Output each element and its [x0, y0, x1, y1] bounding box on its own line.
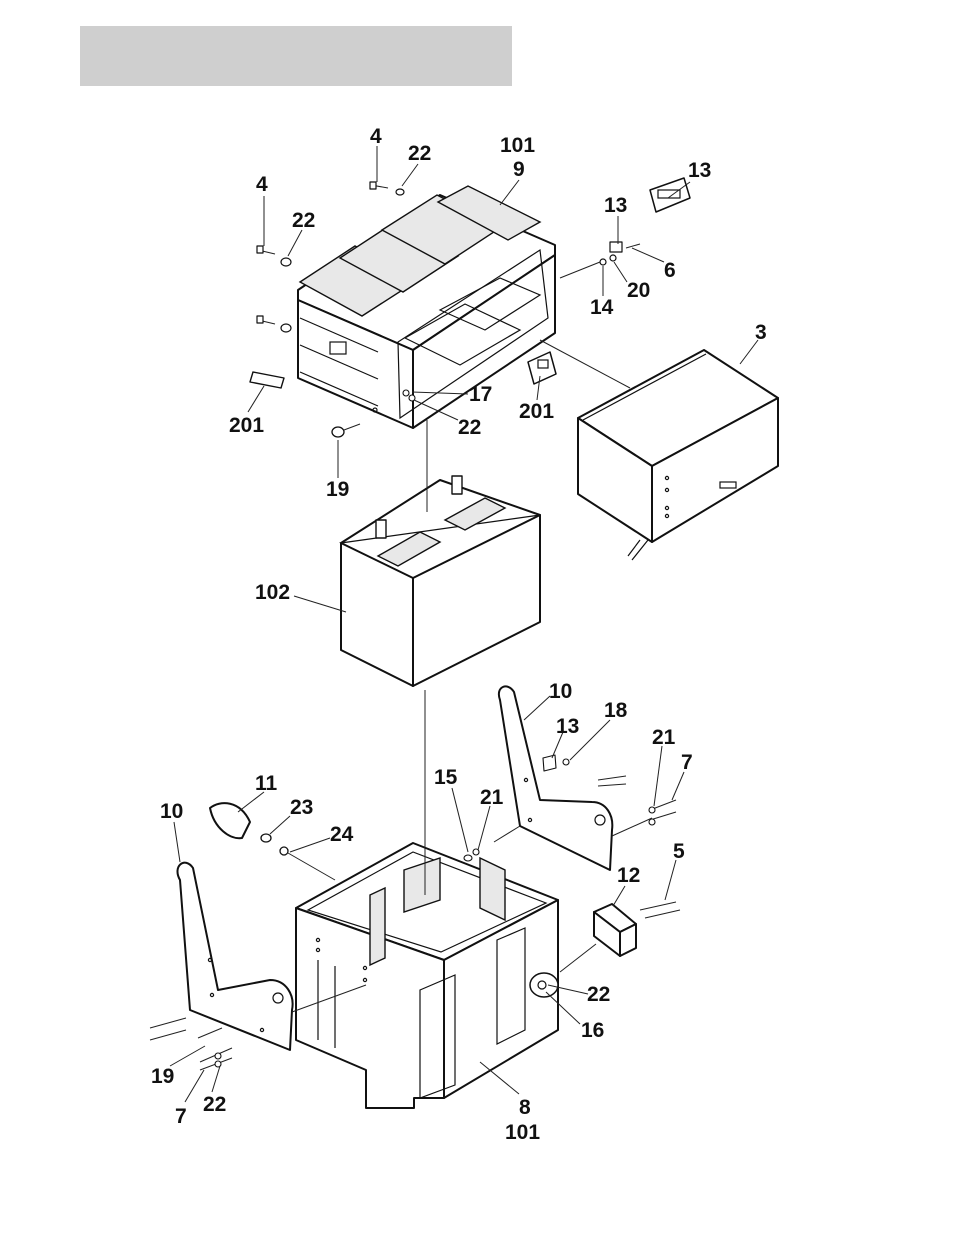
- callout-22: 22: [458, 416, 481, 439]
- callout-102: 102: [255, 581, 290, 604]
- callout-10: 10: [549, 680, 572, 703]
- washer-17: [403, 390, 409, 396]
- callout-21: 21: [652, 726, 676, 749]
- latch-201-right: [528, 352, 556, 384]
- callout-13: 13: [604, 194, 627, 217]
- nut-15: [464, 855, 472, 861]
- callout-16: 16: [581, 1019, 604, 1042]
- callout-19: 19: [326, 478, 349, 501]
- callout-18: 18: [604, 699, 628, 722]
- callout-3: 3: [755, 321, 767, 344]
- battery-frame-part-9: [298, 186, 555, 428]
- callout-7: 7: [175, 1105, 187, 1128]
- callout-22: 22: [408, 142, 431, 165]
- callout-21: 21: [480, 786, 504, 809]
- callout-4: 4: [370, 125, 382, 148]
- callout-5: 5: [673, 840, 685, 863]
- plate-13-lower: [543, 755, 556, 771]
- callout-101: 101: [505, 1121, 540, 1144]
- screw-4-top: [370, 182, 404, 195]
- callout-6: 6: [664, 259, 676, 282]
- battery-box-part-8: [296, 843, 558, 1108]
- callout-17: 17: [469, 383, 492, 406]
- callout-7: 7: [681, 751, 693, 774]
- mount-block-12: [594, 904, 636, 956]
- callout-15: 15: [434, 766, 458, 789]
- callout-23: 23: [290, 796, 313, 819]
- callout-12: 12: [617, 864, 640, 887]
- bolts-left-7: [150, 1018, 232, 1070]
- callout-201: 201: [519, 400, 554, 423]
- cover-part-3: [578, 350, 778, 560]
- bolt-19-top: [332, 424, 360, 437]
- callout-22: 22: [203, 1093, 226, 1116]
- callout-19: 19: [151, 1065, 174, 1088]
- callout-4: 4: [256, 173, 268, 196]
- callout-101: 101: [500, 134, 535, 157]
- callout-20: 20: [627, 279, 650, 302]
- callout-11: 11: [255, 772, 278, 795]
- callout-13: 13: [556, 715, 579, 738]
- pivot-cone-11: [210, 803, 288, 855]
- screw-4-left: [257, 246, 291, 266]
- battery-part-102: [341, 476, 540, 686]
- screw-18: [563, 759, 569, 765]
- bracket-10-left: [177, 863, 292, 1050]
- callout-10: 10: [160, 800, 183, 823]
- callout-8: 8: [519, 1096, 531, 1119]
- callout-22: 22: [587, 983, 610, 1006]
- label-201-left: [250, 372, 284, 388]
- callout-13: 13: [688, 159, 711, 182]
- callout-24: 24: [330, 823, 354, 846]
- callout-201: 201: [229, 414, 264, 437]
- bracket-10-right: [499, 686, 612, 870]
- screw-left-lower: [257, 316, 291, 332]
- callout-14: 14: [590, 296, 614, 319]
- callout-22: 22: [292, 209, 315, 232]
- callout-9: 9: [513, 158, 525, 181]
